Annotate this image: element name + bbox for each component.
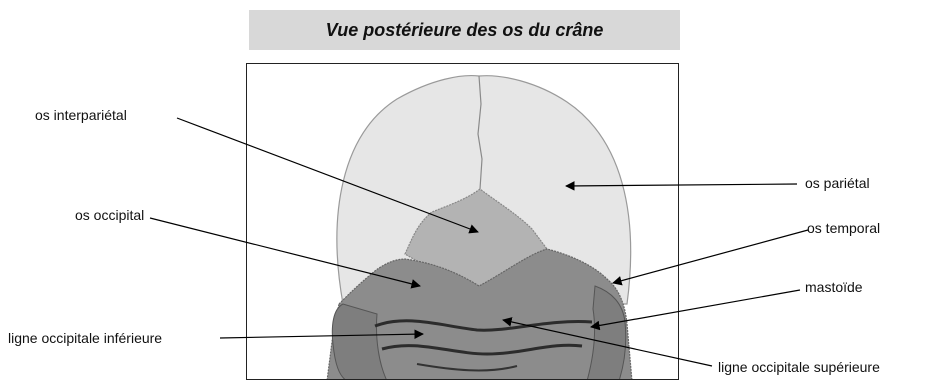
arrow-ligne-superieure	[503, 320, 712, 366]
label-ligne-occipitale-superieure: ligne occipitale supérieure	[718, 359, 880, 375]
label-ligne-occipitale-inferieure: ligne occipitale inférieure	[8, 330, 162, 346]
label-os-parietal: os pariétal	[805, 175, 870, 191]
label-os-occipital: os occipital	[75, 207, 144, 223]
label-os-temporal: os temporal	[807, 220, 880, 236]
arrow-occipital	[150, 218, 420, 286]
arrow-temporal	[613, 230, 808, 283]
label-mastoide: mastoïde	[805, 279, 863, 295]
arrow-mastoide	[591, 290, 800, 327]
arrow-interparietal	[177, 118, 478, 232]
label-os-interparietal: os interpariétal	[35, 107, 127, 123]
arrow-ligne-inferieure	[220, 334, 423, 338]
arrow-parietal	[566, 184, 797, 186]
